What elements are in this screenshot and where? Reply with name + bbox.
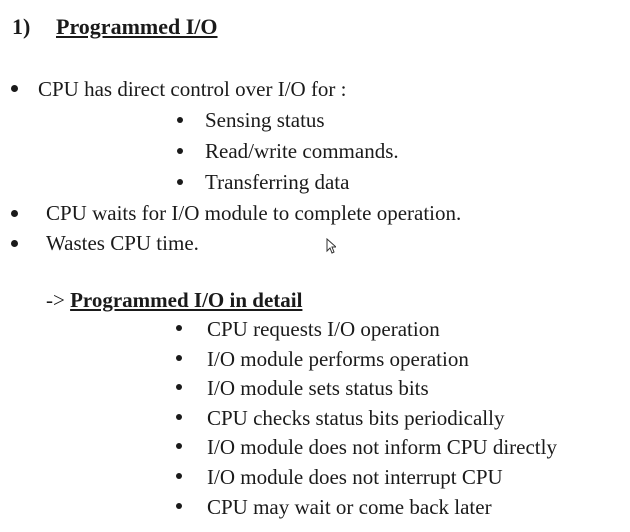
bullet-icon	[176, 503, 182, 509]
sub-bullet-text: Read/write commands.	[205, 139, 399, 163]
bullet-icon	[11, 210, 18, 217]
arrow-marker: ->	[46, 288, 65, 312]
detail-item: CPU requests I/O operation	[207, 317, 440, 341]
detail-item: CPU may wait or come back later	[207, 495, 492, 519]
sub-bullet-text: Transferring data	[205, 170, 350, 194]
mouse-cursor-icon	[326, 238, 336, 254]
bullet-icon	[176, 473, 182, 479]
section-heading: 1) Programmed I/O	[12, 14, 218, 40]
bullet-icon	[177, 179, 183, 185]
bullet-icon	[176, 325, 182, 331]
detail-item: I/O module does not inform CPU directly	[207, 435, 557, 459]
bullet-icon	[176, 355, 182, 361]
bullet-icon	[176, 384, 182, 390]
bullet-icon	[176, 414, 182, 420]
sub-bullet-text: Sensing status	[205, 108, 325, 132]
main-bullet-text: Wastes CPU time.	[46, 231, 199, 255]
bullet-icon	[11, 85, 18, 92]
detail-item: I/O module does not interrupt CPU	[207, 465, 503, 489]
detail-title: Programmed I/O in detail	[70, 288, 303, 312]
section-title: Programmed I/O	[56, 14, 218, 39]
bullet-icon	[176, 443, 182, 449]
detail-item: I/O module sets status bits	[207, 376, 429, 400]
detail-heading: -> Programmed I/O in detail	[46, 288, 302, 312]
section-number: 1)	[12, 14, 31, 39]
detail-item: CPU checks status bits periodically	[207, 406, 505, 430]
main-bullet-text: CPU waits for I/O module to complete ope…	[46, 201, 462, 225]
main-bullet-text: CPU has direct control over I/O for :	[38, 77, 347, 101]
detail-item: I/O module performs operation	[207, 347, 469, 371]
bullet-icon	[11, 240, 18, 247]
bullet-icon	[177, 117, 183, 123]
bullet-icon	[177, 148, 183, 154]
